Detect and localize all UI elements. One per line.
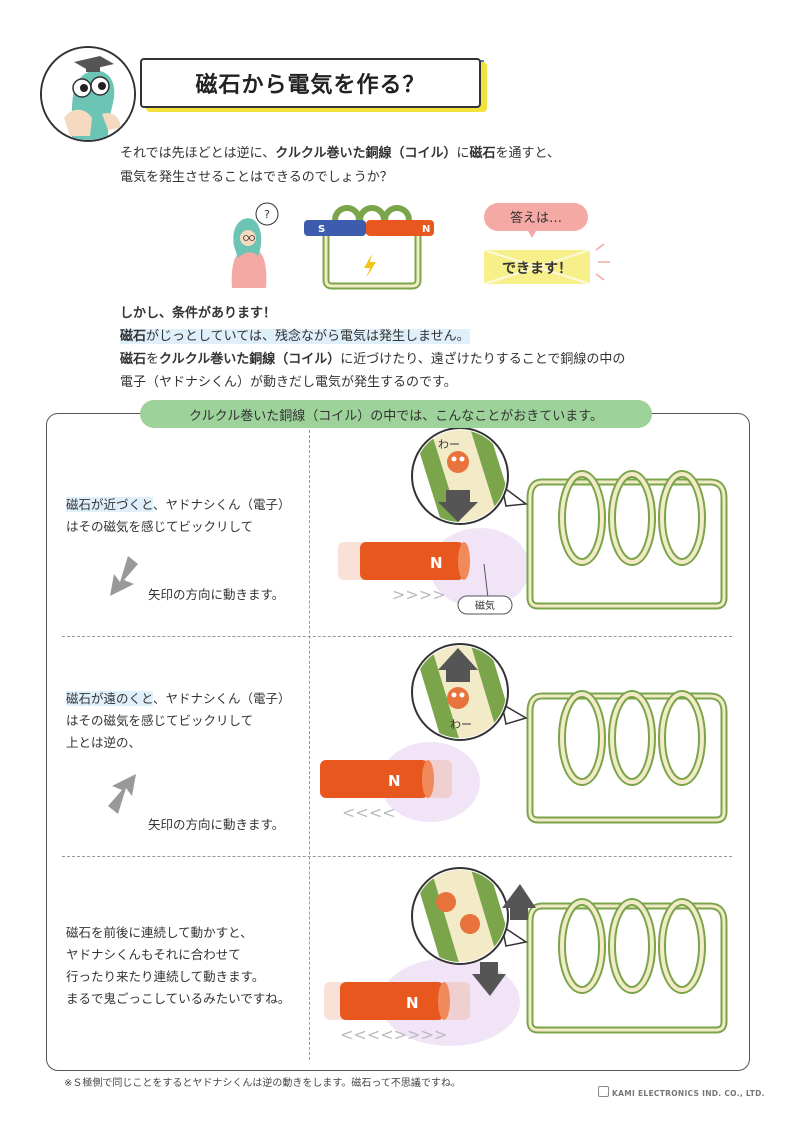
coil-icon [526, 470, 728, 610]
magnet-n-icon [360, 542, 464, 580]
motion-arrows-icon: <<<<>>>> [340, 1025, 447, 1044]
intro-text-part: に [456, 146, 470, 161]
intro-magnet-emph: 磁石 [469, 146, 496, 161]
page-title: 磁石から電気を作る？ [140, 58, 481, 108]
intro-coil-emph: クルクル巻いた銅線（コイル） [275, 146, 457, 161]
column-divider [309, 430, 310, 1060]
row2-text: 磁石が遠のくと、ヤドナシくん（電子） はその磁気を感じてビックリして 上とは逆の… [66, 688, 291, 754]
row1-arrow-text: 矢印の方向に動きます。 [148, 587, 285, 602]
intro-illustration: ? S N 答えは… できます！ [231, 202, 610, 290]
row1-crab-text: わー [438, 438, 460, 451]
section-banner: クルクル巻いた銅線（コイル）の中では、こんなことがおきています。 [140, 400, 652, 428]
magnetism-label: 磁気 [475, 599, 495, 612]
row2-crab-text: わー [450, 718, 472, 731]
row3-text: 磁石を前後に連続して動かすと、 ヤドナシくんもそれに合わせて 行ったり来たり連続… [66, 922, 290, 1010]
conditions-line-1: 磁石がじっとしていては、残念ながら電気は発生しません。 [120, 325, 625, 348]
conditions-line-2: 磁石をクルクル巻いた銅線（コイル）に近づけたり、遠ざけたりすることで銅線の中の [120, 348, 625, 371]
row2-line-2: はその磁気を感じてビックリして [66, 713, 254, 728]
row3-line: ヤドナシくんもそれに合わせて [66, 947, 241, 962]
row2-text-part: 、ヤドナシくん（電子） [153, 691, 291, 706]
row3-magnet-label: N [406, 994, 419, 1012]
thinking-girl-icon [231, 202, 279, 288]
mascot-avatar [40, 46, 136, 142]
cond-text-part: に近づけたり、遠ざけたりすることで銅線の中の [340, 352, 626, 367]
footnote: ※Ｓ極側で同じことをするとヤドナシくんは逆の動きをします。磁石って不思議ですね。 [64, 1078, 461, 1089]
arrow-up-icon [502, 884, 536, 920]
company-text: KAMI ELECTRONICS IND. CO., LTD. [612, 1089, 765, 1098]
company-name: KAMI ELECTRONICS IND. CO., LTD. [598, 1086, 765, 1098]
intro-line-2: 電気を発生させることはできるのでしょうか？ [120, 170, 393, 185]
arrow-down-left-icon [110, 556, 138, 596]
conditions-heading: しかし、条件があります！ [120, 306, 277, 321]
company-logo-icon [598, 1086, 609, 1097]
zoom-bubble-icon [411, 643, 528, 741]
row3-line: 磁石を前後に連続して動かすと、 [66, 925, 253, 940]
row3-illustration: N <<<<>>>> [324, 867, 728, 1046]
row3-line: 行ったり来たり連続して動きます。 [66, 969, 265, 984]
row2-illustration: N <<<< わー [320, 643, 728, 824]
coil-icon [526, 898, 728, 1034]
magnetism-label-box [457, 595, 513, 615]
mascot-icon [42, 48, 134, 140]
row1-illustration: N >>>> 磁気 わー [338, 428, 728, 615]
zoom-bubble-icon [411, 428, 528, 525]
conditions-line-3: 電子（ヤドナシくん）が動きだし電気が発生するのです。 [120, 375, 457, 390]
cond-text-part: を [146, 352, 160, 367]
arrow-down-icon [472, 962, 506, 996]
row1-highlight: 磁石が近づくと [66, 497, 154, 512]
magnet-n-icon [340, 982, 444, 1020]
answer-label: 答えは… [510, 210, 562, 226]
zoom-bubble-icon [411, 867, 528, 965]
cond-magnet-emph: 磁石 [120, 352, 147, 367]
arrow-up-right-icon [108, 774, 136, 814]
crab-electron-icon [447, 687, 469, 709]
motion-arrows-icon: >>>> [392, 585, 446, 604]
row-divider [62, 636, 732, 637]
row2-arrow-text: 矢印の方向に動きます。 [148, 817, 285, 832]
answer-text: できます！ [502, 261, 572, 277]
sparkle-icon [595, 243, 610, 281]
cond-magnet-emph: 磁石 [120, 329, 147, 344]
question-mark: ? [264, 208, 270, 221]
motion-arrows-icon: <<<< [342, 803, 396, 822]
row1-text-part: 、ヤドナシくん（電子） [153, 497, 291, 512]
row2-highlight: 磁石が遠のくと [66, 691, 154, 706]
conditions-text: しかし、条件があります！ 磁石がじっとしていては、残念ながら電気は発生しません。… [120, 302, 625, 394]
row1-line-2: はその磁気を感じてビックリして [66, 519, 254, 534]
crab-electron-icon [436, 892, 456, 912]
intro-text-part: を通すと、 [495, 146, 560, 161]
title-accent [478, 60, 484, 106]
answer-bubble [484, 203, 588, 231]
magnet-n-icon [320, 760, 428, 798]
magnet-n-label: N [422, 224, 430, 235]
row-divider [62, 856, 732, 857]
row1-text: 磁石が近づくと、ヤドナシくん（電子） はその磁気を感じてビックリして [66, 494, 291, 538]
intro-line-1: それでは先ほどとは逆に、クルクル巻いた銅線（コイル）に磁石を通すと、 [120, 142, 560, 166]
coil-icon [322, 205, 422, 290]
intro-text: それでは先ほどとは逆に、クルクル巻いた銅線（コイル）に磁石を通すと、 電気を発生… [120, 142, 560, 190]
intro-text-part: それでは先ほどとは逆に、 [120, 146, 276, 161]
cond-text-part: がじっとしていては、残念ながら電気は発生しません。 [146, 329, 470, 344]
cond-coil-emph: クルクル巻いた銅線（コイル） [159, 352, 341, 367]
row2-magnet-label: N [388, 772, 401, 790]
row1-magnet-label: N [430, 554, 443, 572]
bar-magnet-icon [304, 220, 434, 236]
row2-line-3: 上とは逆の、 [66, 735, 142, 750]
crab-electron-icon [447, 451, 469, 473]
crab-electron-icon [460, 914, 480, 934]
magnet-s-label: S [318, 224, 325, 235]
row3-line: まるで鬼ごっこしているみたいですね。 [66, 991, 291, 1006]
coil-icon [526, 690, 728, 824]
